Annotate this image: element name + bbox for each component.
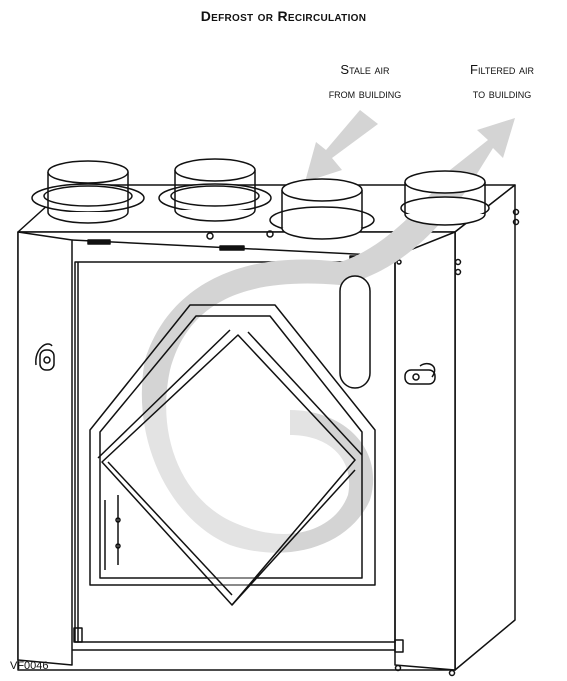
sensor-slot bbox=[339, 275, 371, 389]
side-hole bbox=[512, 208, 520, 216]
filtered-air-label: Filtered air to building bbox=[442, 58, 562, 106]
top-screw bbox=[266, 230, 274, 238]
duct-2 bbox=[158, 158, 272, 222]
left-post bbox=[17, 231, 73, 666]
stale-air-label: Stale air from building bbox=[300, 58, 430, 106]
stale-air-label-line2: from building bbox=[328, 86, 402, 101]
corner-screw bbox=[448, 669, 456, 677]
fan-screw bbox=[115, 517, 121, 523]
filtered-air-arrow bbox=[450, 118, 515, 185]
fan-housing bbox=[104, 495, 119, 570]
stale-air-label-line1: Stale air bbox=[340, 62, 390, 77]
top-slot bbox=[219, 245, 245, 251]
duct-1 bbox=[31, 160, 145, 224]
top-screw bbox=[206, 232, 214, 240]
duct-collars bbox=[31, 158, 490, 240]
side-hole bbox=[512, 218, 520, 226]
duct-4 bbox=[400, 170, 490, 226]
fan-screw bbox=[115, 543, 121, 549]
corner-screw bbox=[394, 664, 402, 672]
inner-opening bbox=[74, 261, 396, 643]
filtered-air-label-line1: Filtered air bbox=[470, 62, 534, 77]
heat-exchanger-core bbox=[97, 329, 363, 606]
airflow-arrows bbox=[141, 110, 515, 553]
bottom-tab bbox=[394, 639, 404, 653]
right-latch bbox=[404, 362, 436, 385]
left-latch bbox=[35, 343, 55, 371]
filtered-air-label-line2: to building bbox=[472, 86, 532, 101]
post-screw bbox=[396, 259, 402, 265]
cabinet-right-side bbox=[454, 184, 516, 671]
diagram-title: Defrost or Recirculation bbox=[200, 8, 367, 24]
stale-air-arrow bbox=[305, 110, 378, 182]
right-post bbox=[394, 231, 456, 671]
recirculation-loop bbox=[141, 170, 470, 553]
duct-3 bbox=[269, 178, 375, 240]
top-slot bbox=[87, 239, 111, 245]
exchanger-housing bbox=[89, 304, 376, 586]
figure-code: VF0046 bbox=[10, 660, 49, 672]
